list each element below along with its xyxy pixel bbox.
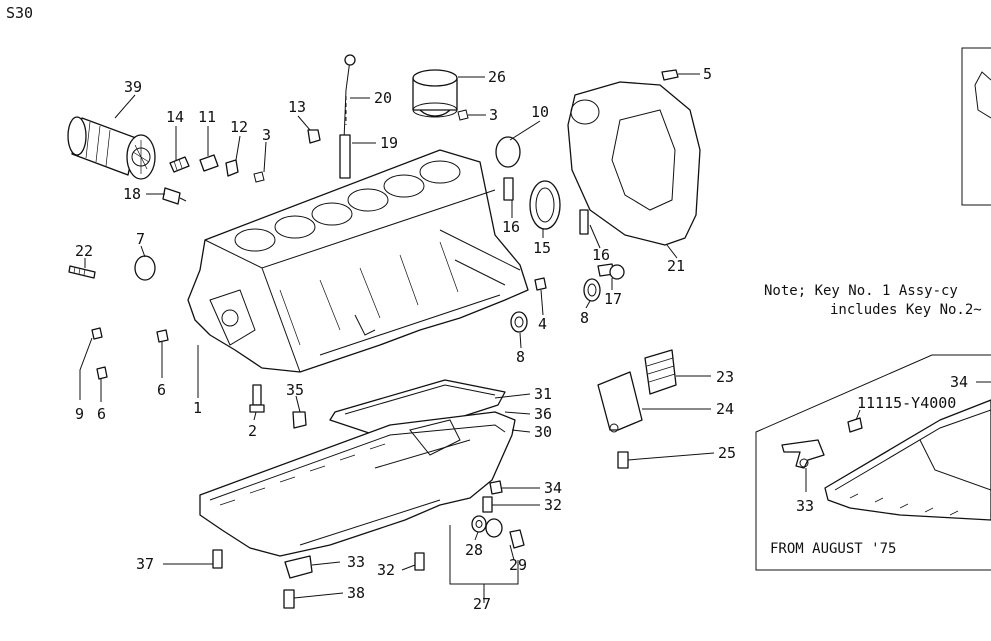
- dipstick: [339, 54, 356, 179]
- pin-5: [661, 69, 679, 81]
- bolt-34: [489, 480, 503, 495]
- washer-28: [471, 515, 487, 533]
- inset-caption: FROM AUGUST '75: [770, 541, 896, 557]
- dowel-16a: [503, 177, 514, 201]
- key-labels: 39 14 11 12 3 18 13 20 19 26 3 10 5 16 1…: [75, 65, 736, 613]
- plug-10: [495, 136, 521, 168]
- key-label: 5: [703, 65, 712, 83]
- plug-4: [534, 277, 547, 291]
- inset-key-34: 34: [950, 373, 968, 391]
- inset-key-33: 33: [796, 497, 814, 515]
- plug-9: [91, 327, 103, 340]
- key-label: 6: [97, 405, 106, 423]
- key-label: 39: [124, 78, 142, 96]
- clip-3b: [457, 109, 469, 121]
- washer-29: [485, 518, 503, 538]
- key-label: 22: [75, 242, 93, 260]
- note-line-1: Note; Key No. 1 Assy-cy: [764, 283, 958, 299]
- dowel-6a: [156, 329, 169, 343]
- key-label: 28: [465, 541, 483, 559]
- stud-22: [68, 265, 96, 279]
- key-label: 24: [716, 400, 734, 418]
- key-label: 32: [544, 496, 562, 514]
- key-label: 14: [166, 108, 184, 126]
- key-label: 19: [380, 134, 398, 152]
- key-label: 1: [193, 399, 202, 417]
- plug-12: [225, 159, 239, 177]
- key-label: 16: [502, 218, 520, 236]
- rear-oil-seal: [529, 180, 561, 230]
- key-label: 26: [488, 68, 506, 86]
- key-label: 11: [198, 108, 216, 126]
- key-label: 8: [580, 309, 589, 327]
- key-label: 33: [347, 553, 365, 571]
- key-label: 34: [544, 479, 562, 497]
- key-label: 9: [75, 405, 84, 423]
- bolt-17: [597, 263, 625, 280]
- key-label: 35: [286, 381, 304, 399]
- key-label: 13: [288, 98, 306, 116]
- key-label: 31: [534, 385, 552, 403]
- key-label: 23: [716, 368, 734, 386]
- strainer-35: [292, 411, 307, 429]
- bolt-38: [283, 589, 295, 609]
- key-label: 12: [230, 118, 248, 136]
- inset-part-number: 11115-Y4000: [857, 394, 956, 412]
- seal-8a: [583, 278, 601, 302]
- note-line-2: includes Key No.2~: [830, 302, 982, 318]
- key-label: 27: [473, 595, 491, 613]
- note: Note; Key No. 1 Assy-cy includes Key No.…: [764, 283, 982, 318]
- key-label: 21: [667, 257, 685, 275]
- key-label: 16: [592, 246, 610, 264]
- baffle-23: [644, 349, 677, 395]
- partial-inset-top: [961, 47, 991, 206]
- key-label: 10: [531, 103, 549, 121]
- bolt-37: [212, 549, 223, 569]
- cup-26: [412, 69, 458, 118]
- plug-7: [134, 255, 156, 281]
- key-label: 18: [123, 185, 141, 203]
- key-label: 25: [718, 444, 736, 462]
- key-label: 38: [347, 584, 365, 602]
- key-label: 8: [516, 348, 525, 366]
- bolt-32a: [482, 496, 493, 513]
- key-label: 32: [377, 561, 395, 579]
- fitting-11: [199, 154, 219, 172]
- oil-pan-gasket: [329, 379, 506, 441]
- key-label: 3: [489, 106, 498, 124]
- seal-8b: [510, 311, 528, 333]
- key-label: 36: [534, 405, 552, 423]
- key-label: 30: [534, 423, 552, 441]
- key-label: 4: [538, 315, 547, 333]
- key-label: 17: [604, 290, 622, 308]
- key-label: 20: [374, 89, 392, 107]
- bracket-24: [597, 371, 643, 433]
- inset-panel: 34 11115-Y4000 33 FROM AUGUST '75: [755, 354, 991, 571]
- sensor-18: [162, 187, 187, 205]
- oil-filter: [67, 116, 156, 180]
- clip-3a: [253, 171, 265, 183]
- key-label: 3: [262, 126, 271, 144]
- bolt-32b: [414, 552, 425, 571]
- drain-cock: [249, 384, 265, 413]
- oil-pan: [199, 411, 516, 557]
- plug-27: [509, 529, 525, 549]
- bracket-33: [284, 555, 313, 579]
- oil-pressure-switch: [169, 156, 190, 173]
- key-label: 7: [136, 230, 145, 248]
- model-code: S30: [6, 4, 33, 22]
- key-label: 37: [136, 555, 154, 573]
- cylinder-block: [187, 149, 529, 373]
- key-label: 29: [509, 556, 527, 574]
- cap-13: [307, 129, 321, 144]
- bolt-25: [617, 451, 629, 469]
- key-label: 15: [533, 239, 551, 257]
- key-label: 2: [248, 422, 257, 440]
- leader-lines: [79, 73, 715, 603]
- dowel-16b: [579, 209, 589, 235]
- rear-plate: [567, 81, 701, 246]
- key-label: 6: [157, 381, 166, 399]
- dowel-6b: [96, 366, 108, 380]
